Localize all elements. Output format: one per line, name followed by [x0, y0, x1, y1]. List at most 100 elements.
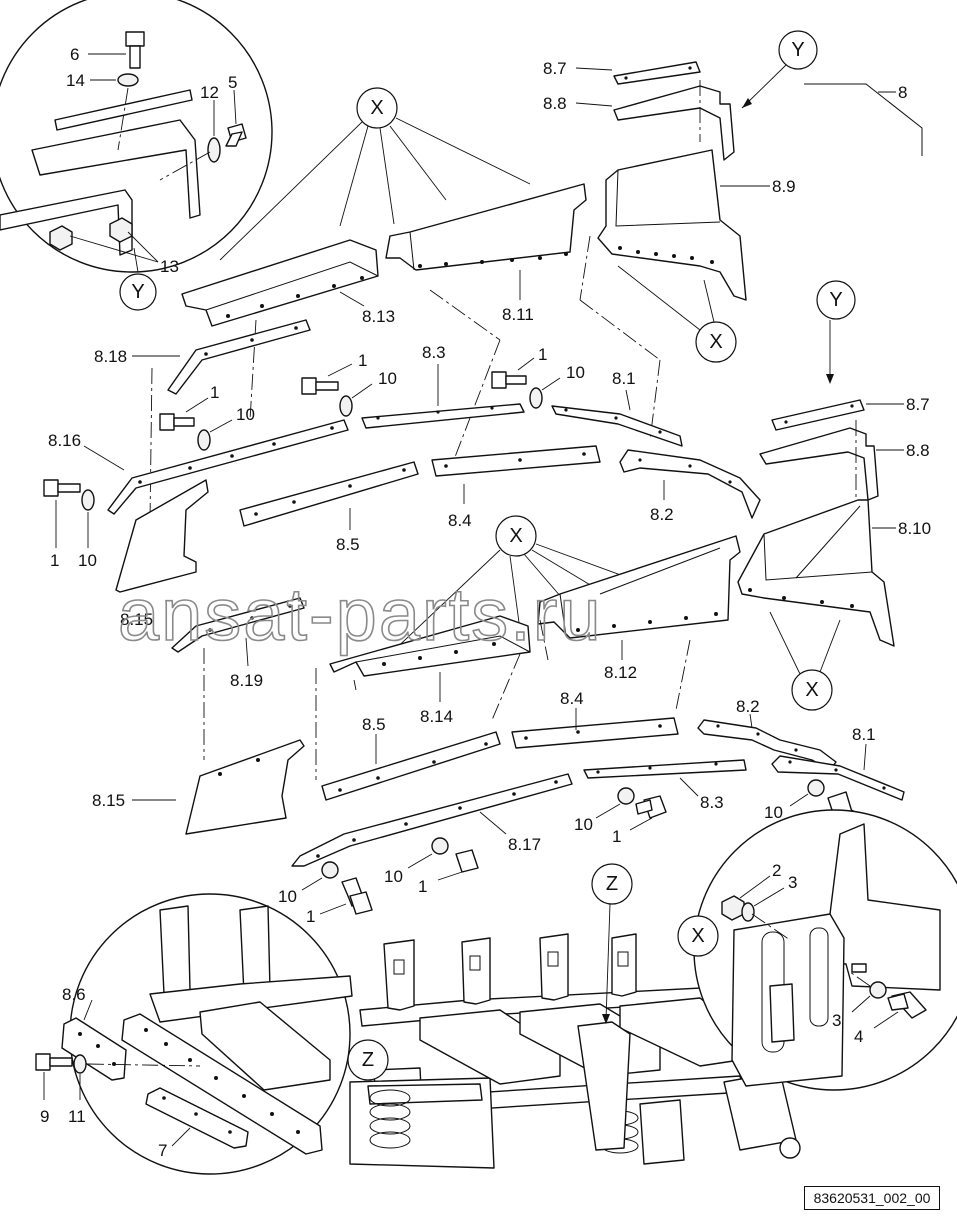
leader	[437, 871, 463, 881]
washer-11	[73, 1054, 87, 1074]
bolt-1-shank	[315, 381, 339, 391]
label-8-4-lower: 8.4	[560, 689, 584, 708]
machine-tines	[383, 933, 637, 1011]
leader	[769, 611, 801, 675]
part-8-9-side-panel	[597, 149, 747, 301]
assembly-8-bracket-symbol	[804, 83, 923, 156]
label-10: 10	[78, 551, 97, 570]
axis-line	[849, 971, 871, 987]
arrow-head	[826, 374, 834, 384]
label-8-12: 8.12	[604, 663, 637, 682]
bolt-1-shank	[349, 891, 373, 915]
label-10: 10	[764, 803, 783, 822]
assembly-middle-shields: X 8.12 8.14 8.19	[171, 515, 741, 780]
bolt-1-head	[301, 377, 317, 395]
arrow-head	[602, 1014, 610, 1024]
label-10: 10	[236, 405, 255, 424]
leader	[69, 235, 159, 263]
axis-line	[149, 367, 153, 521]
label-10: 10	[566, 363, 585, 382]
part-8-2-upper-strip	[619, 449, 761, 519]
label-8-5-upper: 8.5	[336, 535, 360, 554]
nut-2	[721, 895, 745, 921]
leader	[873, 1011, 899, 1029]
part-8-9-fold	[615, 169, 721, 227]
label-8-13: 8.13	[362, 307, 395, 326]
label-13: 13	[160, 257, 179, 276]
label-8-10: 8.10	[898, 519, 931, 538]
lower-fasteners: 10 1 10 1 10 1 10 1	[278, 779, 889, 926]
bolt-6-head	[125, 31, 145, 47]
leader	[245, 637, 249, 667]
label-8-2-lower: 8.2	[736, 697, 760, 716]
label-3: 3	[788, 873, 797, 892]
bolt-9-head	[35, 1053, 51, 1071]
leader	[789, 793, 809, 807]
bolt-1-shank	[57, 483, 81, 493]
bolt-1-head	[43, 479, 59, 497]
leader	[703, 279, 715, 323]
bolt-1-shank	[635, 799, 653, 815]
axis-line	[579, 235, 591, 301]
label-1: 1	[210, 383, 219, 402]
part-8-5-upper-strip	[239, 461, 419, 527]
leader	[327, 363, 353, 377]
axis-line	[675, 639, 691, 711]
part-8-16-strip	[107, 419, 349, 515]
leader	[209, 419, 233, 433]
axis-line	[429, 289, 501, 341]
callout-x-detail-label: X	[691, 925, 704, 947]
leader	[605, 903, 611, 1021]
label-5: 5	[228, 73, 237, 92]
axis-line	[87, 1063, 201, 1067]
axis-line	[579, 299, 661, 361]
label-6: 6	[70, 45, 79, 64]
part-8-16-holes	[138, 426, 334, 484]
assembly-8-right-upper: Y 8 8.7 8.8 8.9 X	[543, 30, 923, 363]
part-8-15-lower-plate	[185, 739, 305, 835]
bolt-1-head	[491, 371, 507, 389]
bolt-9-shank	[49, 1057, 73, 1067]
detail-y-bolts: 6 14 12 5 13 Y	[0, 0, 273, 311]
leader	[339, 291, 365, 307]
bolt-1-head	[159, 413, 175, 431]
part-8-13-shield	[181, 239, 379, 327]
detail-z-beam	[149, 975, 353, 1023]
part-7-strip	[145, 1087, 249, 1149]
watermark-text: ansat-parts.ru	[118, 573, 603, 656]
nut-13-right	[109, 217, 133, 243]
label-10: 10	[278, 887, 297, 906]
callout-y-top-label: Y	[791, 39, 804, 61]
leader	[819, 619, 841, 673]
detail-z-tine-left	[159, 905, 191, 997]
washer-10	[807, 779, 825, 797]
label-8-17: 8.17	[508, 835, 541, 854]
leader	[319, 903, 347, 915]
label-10: 10	[574, 815, 593, 834]
label-8-18: 8.18	[94, 347, 127, 366]
label-4: 4	[854, 1027, 863, 1046]
axis-line	[491, 653, 521, 721]
leader	[171, 1127, 191, 1147]
machine-shaft-end	[779, 1137, 801, 1159]
part-8-3-lower-strip	[583, 759, 747, 779]
label-3: 3	[832, 1011, 841, 1030]
label-8-3-lower: 8.3	[700, 793, 724, 812]
label-8-14: 8.14	[420, 707, 453, 726]
part-8-1-lower-strip	[771, 755, 905, 801]
label-2: 2	[772, 861, 781, 880]
label-8-15-lower: 8.15	[92, 791, 125, 810]
label-8-9: 8.9	[772, 177, 796, 196]
label-12: 12	[200, 83, 219, 102]
callout-x-middle-label: X	[509, 525, 522, 547]
leader	[541, 377, 561, 391]
leader	[617, 265, 701, 331]
washer-12	[207, 137, 221, 163]
axis-line	[449, 339, 501, 471]
label-1: 1	[306, 907, 315, 926]
callout-x-upper	[356, 87, 398, 129]
label-1: 1	[358, 351, 367, 370]
label-8-3-upper: 8.3	[422, 343, 446, 362]
callout-x-upper-label: X	[370, 97, 383, 119]
